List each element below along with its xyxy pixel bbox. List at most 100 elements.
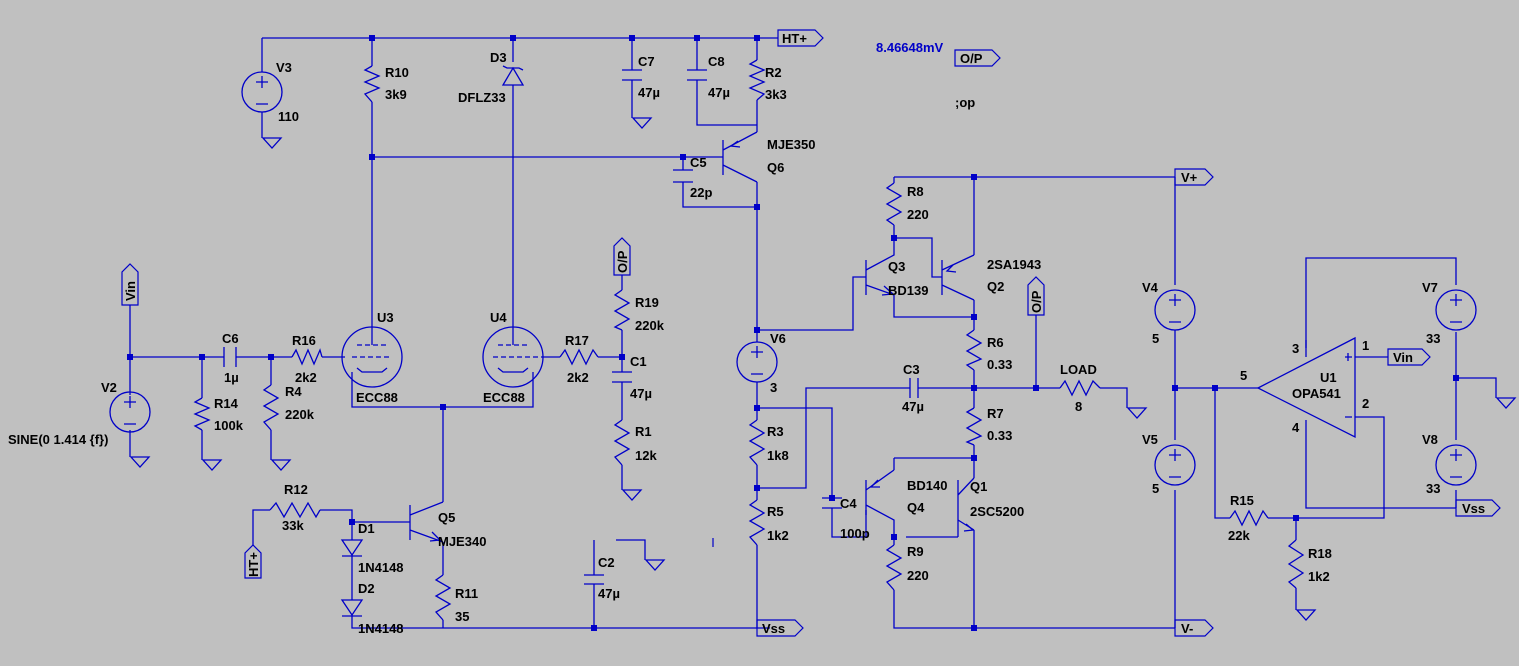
svg-text:2SC5200: 2SC5200 [970,504,1024,519]
c4-symbol [822,497,842,509]
svg-text:V2: V2 [101,380,117,395]
net-flag-v-plus: V+ [1174,168,1214,186]
svg-text:1N4148: 1N4148 [358,560,404,575]
svg-text:R10: R10 [385,65,409,80]
svg-text:47µ: 47µ [638,85,660,100]
d1-symbol [340,539,364,557]
svg-text:R8: R8 [907,184,924,199]
svg-text:V7: V7 [1422,280,1438,295]
svg-text:O/P: O/P [960,51,983,66]
svg-text:R1: R1 [635,424,652,439]
v6-symbol [736,341,778,383]
svg-text:C4: C4 [840,496,857,511]
svg-text:O/P: O/P [615,250,630,273]
svg-text:1k2: 1k2 [767,528,789,543]
net-flag-vss-right: Vss [1455,499,1501,517]
svg-text:D3: D3 [490,50,507,65]
v8-symbol [1435,444,1477,486]
r4-symbol [262,384,280,431]
svg-text:R12: R12 [284,482,308,497]
c5-symbol [673,169,693,183]
c6-symbol [223,347,237,367]
svg-text:3k3: 3k3 [765,87,787,102]
transistor-symbols [409,131,975,543]
u1-opamp-symbol [1256,336,1356,439]
u3-symbol [341,326,403,388]
svg-text:Vin: Vin [123,281,138,301]
svg-text:C8: C8 [708,54,725,69]
svg-text:22k: 22k [1228,528,1250,543]
u4-symbol [482,326,545,388]
svg-text:Q2: Q2 [987,279,1004,294]
svg-text:O/P: O/P [1029,290,1044,313]
spice-directive: ;op [955,95,975,110]
svg-text:MJE350: MJE350 [767,137,815,152]
svg-text:V+: V+ [1181,170,1198,185]
resistor-symbols [193,59,1305,621]
v5-symbol [1154,444,1196,486]
net-flag-vss-center: Vss [756,619,804,637]
junctions [127,35,1459,631]
svg-text:U1: U1 [1320,370,1337,385]
svg-text:1k8: 1k8 [767,448,789,463]
svg-text:Vss: Vss [1462,501,1485,516]
r14-symbol [193,397,211,431]
svg-text:33k: 33k [282,518,304,533]
svg-text:220: 220 [907,207,929,222]
svg-text:220k: 220k [635,318,665,333]
q2-symbol [941,254,975,301]
svg-text:V6: V6 [770,331,786,346]
svg-text:5: 5 [1152,331,1159,346]
svg-text:0.33: 0.33 [987,428,1012,443]
svg-text:110: 110 [278,109,299,124]
svg-text:22p: 22p [690,185,712,200]
r2-symbol [748,59,766,101]
svg-text:C1: C1 [630,354,647,369]
v7-symbol [1435,289,1477,331]
svg-text:ECC88: ECC88 [483,390,525,405]
source-symbols [109,71,1477,486]
svg-text:3: 3 [1292,341,1299,356]
svg-text:Vin: Vin [1393,350,1413,365]
ground-symbols [130,117,1516,621]
svg-text:100p: 100p [840,526,870,541]
net-flag-op-right: O/P [1027,276,1045,316]
c2-symbol [584,574,604,585]
svg-text:5: 5 [1240,368,1247,383]
r16-symbol [291,348,323,366]
svg-text:47µ: 47µ [598,586,620,601]
net-flag-v-minus: V- [1174,619,1214,637]
q5-symbol [409,501,444,543]
svg-text:R3: R3 [767,424,784,439]
svg-text:R18: R18 [1308,546,1332,561]
c8-symbol [687,69,707,81]
svg-text:3: 3 [770,380,777,395]
diode-symbols [340,65,525,617]
svg-text:Q6: Q6 [767,160,784,175]
svg-text:2: 2 [1362,396,1369,411]
svg-text:C5: C5 [690,155,707,170]
r10-symbol [363,65,381,103]
svg-text:C6: C6 [222,331,239,346]
r3-symbol [748,419,766,466]
r1-symbol [613,419,631,466]
r12-symbol [269,501,321,519]
svg-text:D1: D1 [358,521,375,536]
svg-text:BD139: BD139 [888,283,928,298]
svg-text:1µ: 1µ [224,370,239,385]
v4-symbol [1154,289,1196,331]
svg-text:V4: V4 [1142,280,1159,295]
r9-symbol [885,544,903,591]
svg-text:C3: C3 [903,362,920,377]
svg-text:1N4148: 1N4148 [358,621,404,636]
svg-text:C2: C2 [598,555,615,570]
svg-text:Vss: Vss [762,621,785,636]
net-flag-ht-plus-left: HT+ [244,544,262,579]
svg-text:HT+: HT+ [246,552,261,577]
c7-symbol [622,69,642,81]
svg-text:DFLZ33: DFLZ33 [458,90,506,105]
svg-text:8: 8 [1075,399,1082,414]
r8-symbol [885,182,903,226]
svg-text:V5: V5 [1142,432,1158,447]
r7-symbol [965,407,983,446]
